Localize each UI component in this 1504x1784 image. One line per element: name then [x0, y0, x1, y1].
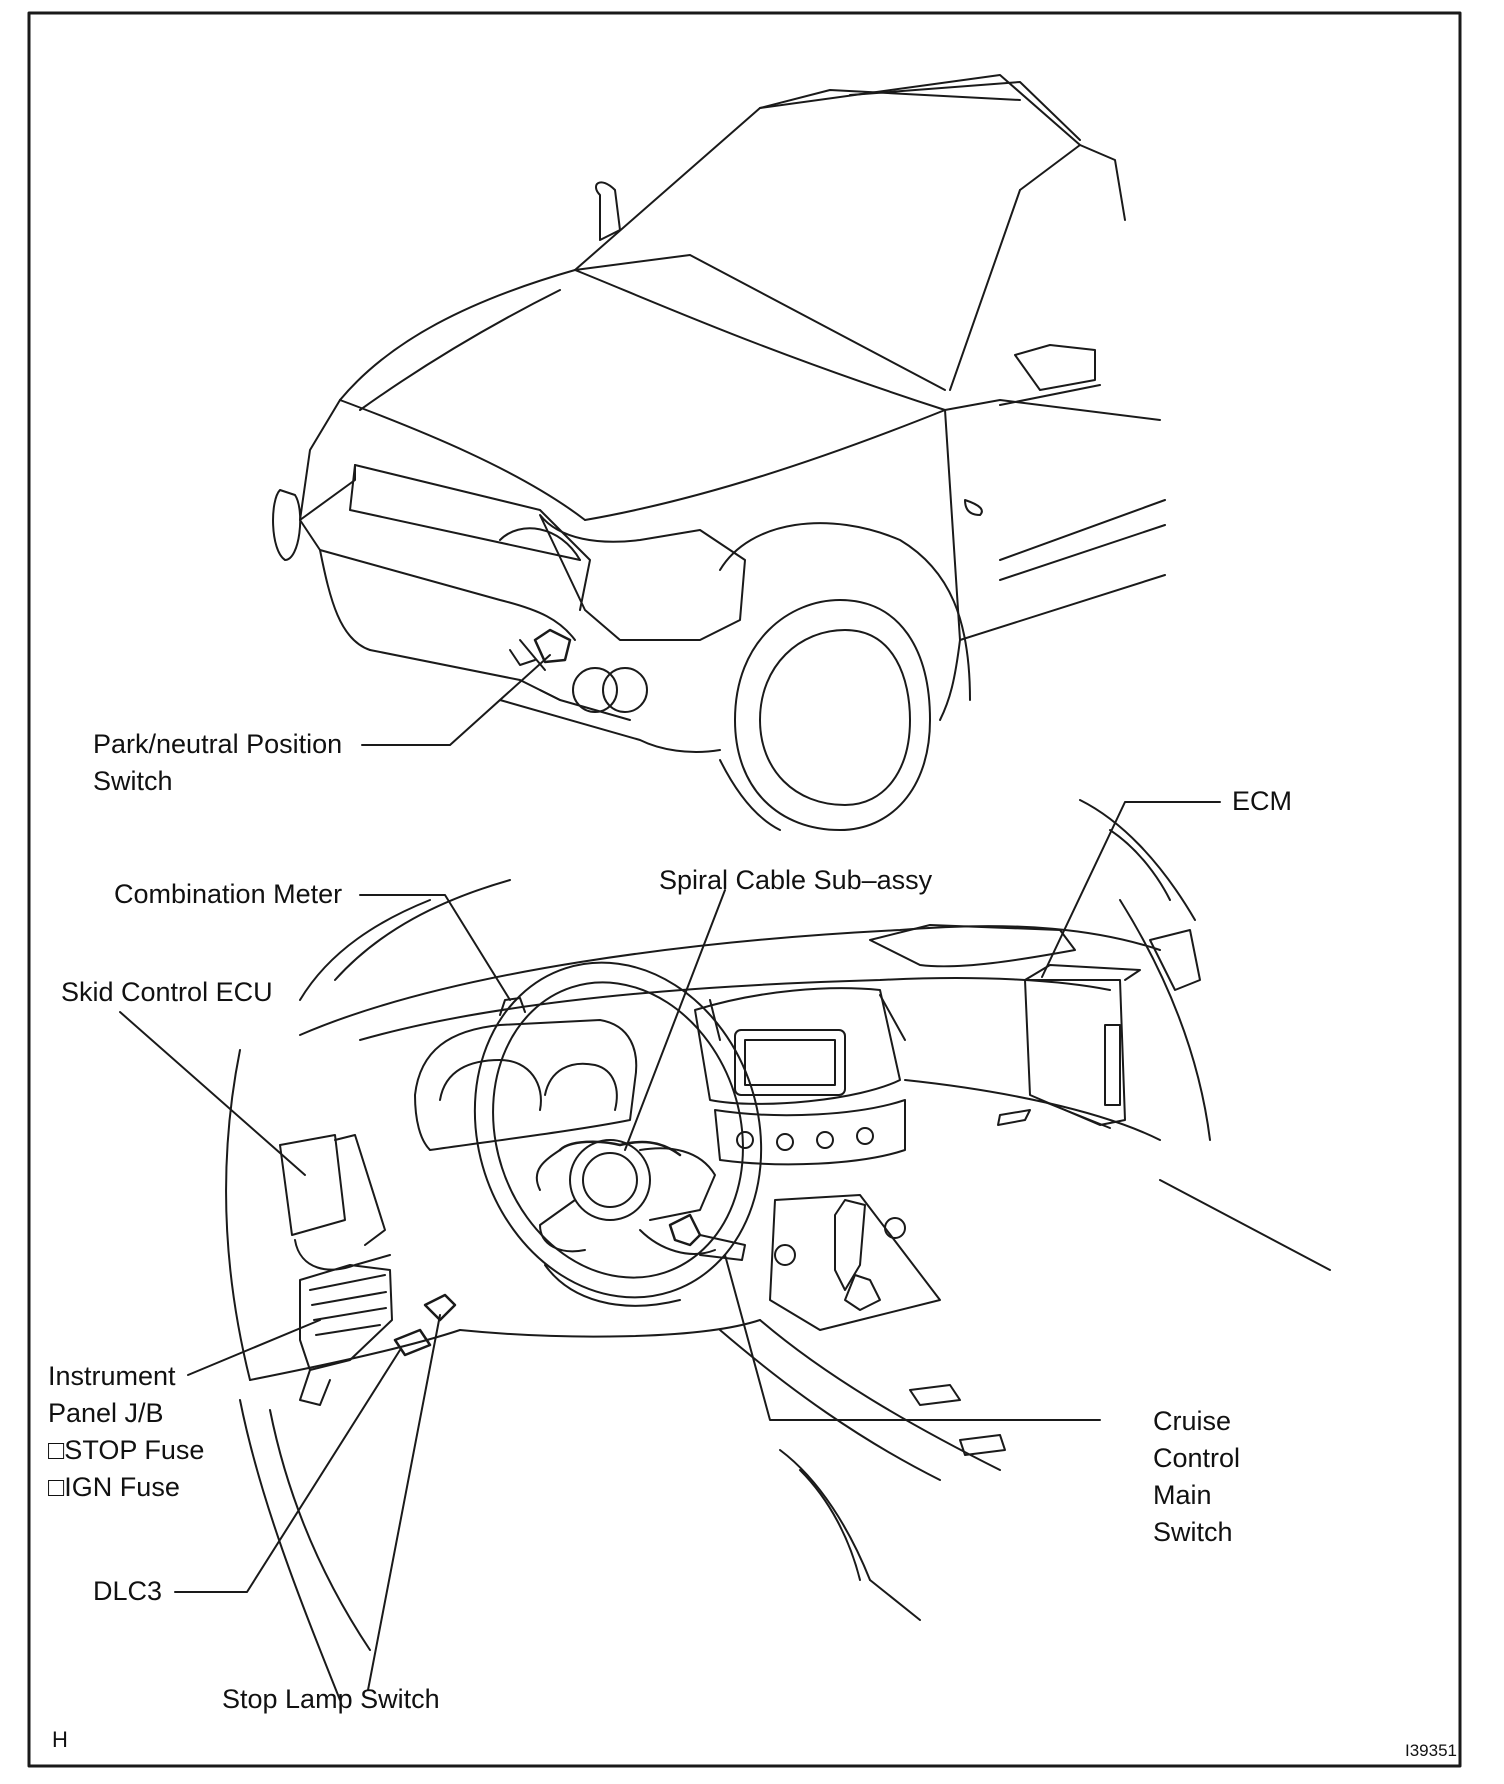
label-park-neutral-position-switch: Park/neutral Position Switch	[93, 726, 342, 800]
interior-drawing	[225, 799, 1331, 1701]
label-instrument-line1: Instrument	[48, 1361, 176, 1391]
label-ign-fuse: □IGN Fuse	[48, 1472, 180, 1502]
label-cruise-line2: Control	[1153, 1443, 1241, 1473]
leader-cruise-control	[724, 1254, 1101, 1421]
leader-lines	[119, 654, 1221, 1691]
diagram-frame	[27, 11, 1462, 1768]
corner-letter: H	[52, 1727, 68, 1752]
label-park-neutral-line2: Switch	[93, 766, 173, 796]
leader-dlc3	[174, 1349, 401, 1593]
label-stop-fuse: □STOP Fuse	[48, 1435, 205, 1465]
label-dlc3: DLC3	[93, 1576, 163, 1606]
label-spiral-cable-sub-assy: Spiral Cable Sub–assy	[659, 865, 933, 895]
leader-instrument-panel	[187, 1319, 321, 1376]
label-cruise-line1: Cruise	[1153, 1406, 1232, 1436]
label-cruise-line4: Switch	[1153, 1517, 1233, 1547]
leader-ecm	[1041, 801, 1221, 978]
label-skid-control-ecu: Skid Control ECU	[61, 977, 273, 1007]
label-park-neutral-line1: Park/neutral Position	[93, 729, 343, 759]
label-cruise-control-main-switch: Cruise Control Main Switch	[1153, 1403, 1240, 1551]
figure-id: I39351	[1405, 1741, 1457, 1760]
leader-park-neutral	[361, 654, 551, 746]
label-ecm: ECM	[1232, 786, 1292, 816]
label-cruise-line3: Main	[1153, 1480, 1212, 1510]
leader-spiral-cable	[624, 889, 726, 1151]
label-combination-meter: Combination Meter	[114, 879, 343, 909]
label-stop-lamp-switch: Stop Lamp Switch	[222, 1684, 440, 1714]
vehicle-drawing	[272, 74, 1166, 831]
label-instrument-line2: Panel J/B	[48, 1398, 164, 1428]
leader-stop-lamp	[367, 1314, 441, 1691]
leader-skid-control	[119, 1011, 306, 1176]
leader-combination-meter	[359, 894, 511, 1001]
label-instrument-panel-jb: Instrument Panel J/B □STOP Fuse □IGN Fus…	[48, 1358, 204, 1506]
